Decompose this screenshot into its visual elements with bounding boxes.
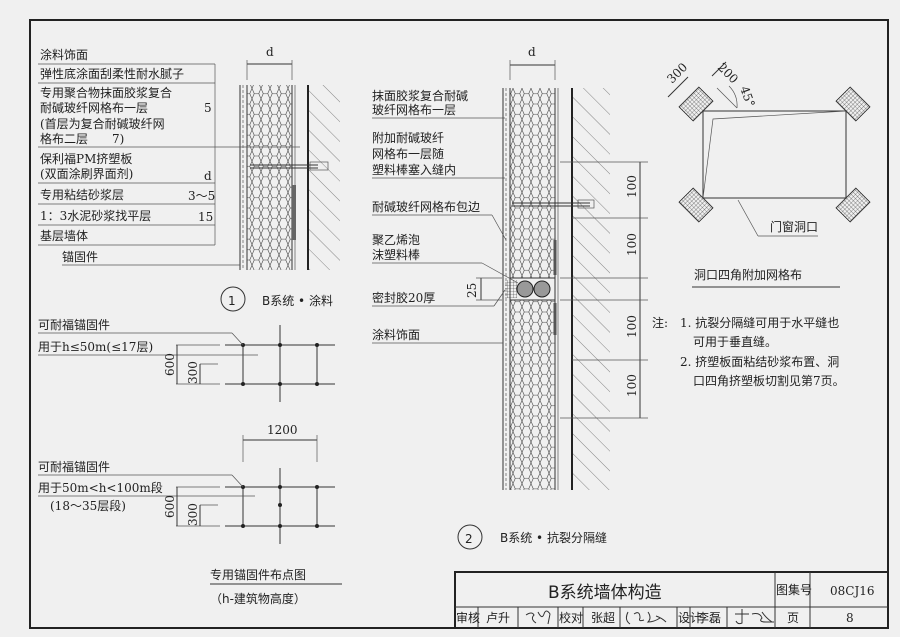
notes: 注: 1. 抗裂分隔缝可用于水平缝也 可用于垂直缝。 2. 挤塑板面粘结砂浆布置… [652, 315, 845, 388]
anchor-label: 可耐福锚固件 [38, 459, 110, 474]
layer-label: 耐碱玻纤网格布一层 [40, 100, 148, 115]
detail-2-label: 沫塑料棒 [372, 247, 420, 262]
reviewer-signature [525, 610, 551, 625]
corner-angle: 45° [737, 84, 757, 109]
dim-600: 600 [163, 495, 177, 518]
page-number: 8 [846, 611, 854, 625]
anchor-usage: 用于h≤50m(≤17层) [38, 340, 153, 354]
dim-100: 100 [625, 315, 639, 338]
note-line: 1. 抗裂分隔缝可用于水平缝也 [680, 315, 839, 330]
note-line: 2. 挤塑板面粘结砂浆布置、洞 [680, 354, 839, 369]
atlas-number: 08CJ16 [830, 584, 875, 598]
detail-2-label: 玻纤网格布一层 [372, 102, 456, 117]
detail-2-section: d 100 100 100 100 25 [465, 45, 648, 490]
anchor-layout-subtitle: （h-建筑物高度） [210, 591, 306, 606]
layer-value: 5 [204, 101, 212, 115]
detail-2-label: 抹面胶浆复合耐碱 [372, 88, 468, 103]
detail-2-label: 附加耐碱玻纤 [372, 131, 444, 145]
dim-100: 100 [625, 374, 639, 397]
detail-1-dim-d: d [266, 45, 274, 59]
dim-1200: 1200 [267, 423, 298, 437]
detail-2-label: 涂料饰面 [372, 327, 420, 342]
detail-2-number-circle [457, 524, 483, 550]
layer-label: 格布二层 7) [40, 131, 124, 146]
detail-2-label: 耐碱玻纤网格布包边 [372, 199, 480, 214]
anchor-layout-top: 可耐福锚固件 用于h≤50m(≤17层) 600 300 [38, 317, 335, 402]
title-block: B系统墙体构造 图集号 08CJ16 页 8 审核 卢升 校对 张超 设计 李磊 [454, 571, 889, 629]
check-label: 校对 [559, 610, 583, 625]
dim-300: 300 [186, 503, 200, 526]
detail-1-section: d [239, 45, 340, 270]
layer-value: d [204, 169, 212, 183]
page-label: 页 [787, 611, 799, 625]
detail-2-dim-d: d [528, 45, 536, 59]
designer-signature [735, 609, 774, 625]
detail-2-number: 2 [465, 532, 473, 546]
detail-2-label: 网格布一层随 [372, 146, 444, 161]
detail-2-label: 聚乙烯泡 [372, 233, 420, 247]
layer-label: 基层墙体 [40, 229, 88, 243]
atlas-label: 图集号 [776, 582, 812, 597]
opening-title: 洞口四角附加网格布 [694, 267, 802, 282]
detail-1-layer-legend: 涂料饰面 弹性底涂面刮柔性耐水腻子 专用聚合物抹面胶浆复合 耐碱玻纤网格布一层 … [38, 47, 300, 266]
detail-2-labels: 抹面胶浆复合耐碱 玻纤网格布一层 附加耐碱玻纤 网格布一层随 塑料棒塞入缝内 耐… [372, 88, 519, 344]
notes-prefix: 注: [652, 315, 668, 330]
detail-2-label: 塑料棒塞入缝内 [372, 162, 456, 177]
dim-100: 100 [625, 175, 639, 198]
review-label: 审核 [456, 610, 480, 625]
detail-1-number-circle [220, 286, 246, 312]
layer-value: 15 [198, 210, 213, 224]
detail-1-number: 1 [228, 294, 236, 308]
anchor-layout-title: 专用锚固件布点图 [210, 567, 306, 582]
layer-label: 专用聚合物抹面胶浆复合 [40, 85, 172, 100]
layer-label: 保利福PM挤塑板 [40, 151, 132, 166]
layer-label: 锚固件 [62, 249, 98, 264]
layer-label: (首层为复合耐碱玻纤网 [40, 116, 165, 131]
corner-dim-200: 200 [715, 60, 741, 86]
checker-signature [625, 611, 667, 625]
layer-label: 1：3水泥砂浆找平层 [40, 208, 151, 223]
designer-name: 李磊 [697, 610, 721, 625]
anchor-layout-bottom: 1200 可耐福锚固件 用于50m<h<100m段 (18～35层段) 600 … [38, 423, 335, 544]
dim-25: 25 [465, 283, 479, 298]
note-line: 口四角挤塑板切割见第7页。 [693, 373, 845, 388]
design-label: 设计 [678, 611, 702, 625]
detail-1-title: B系统 • 涂料 [262, 293, 333, 308]
anchor-usage: 用于50m<h<100m段 [38, 480, 163, 495]
layer-label: 涂料饰面 [40, 47, 88, 62]
checker-name: 张超 [591, 610, 615, 625]
reviewer-name: 卢升 [486, 610, 510, 625]
sheet-title: B系统墙体构造 [548, 583, 662, 603]
layer-label: (双面涂刷界面剂) [40, 166, 133, 181]
anchor-label: 可耐福锚固件 [38, 317, 110, 332]
opening-label: 门窗洞口 [770, 219, 818, 234]
detail-2-label: 密封胶20厚 [372, 290, 435, 305]
dim-600: 600 [163, 353, 177, 376]
layer-value: 3～5 [188, 189, 215, 203]
dim-300: 300 [186, 361, 200, 384]
anchor-usage-floors: (18～35层段) [50, 498, 126, 513]
opening-diagram: 300 200 45° 门窗洞口 [664, 60, 871, 237]
layer-label: 专用粘结砂浆层 [40, 187, 124, 202]
detail-2-title: B系统 • 抗裂分隔缝 [500, 530, 607, 545]
dim-100: 100 [625, 233, 639, 256]
corner-dim-300: 300 [664, 60, 690, 86]
note-line: 可用于垂直缝。 [693, 334, 777, 349]
layer-label: 弹性底涂面刮柔性耐水腻子 [40, 66, 184, 81]
